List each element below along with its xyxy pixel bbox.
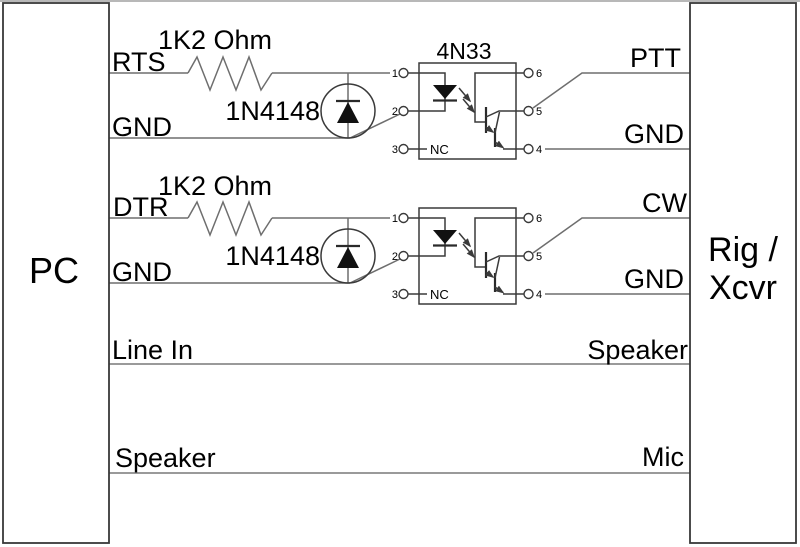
opto1-pin2-terminal bbox=[398, 105, 409, 117]
opto2-q2-collector bbox=[494, 256, 501, 279]
diode1-label: 1N4148 bbox=[225, 96, 320, 126]
gnd2-to-pin2-diagonal bbox=[349, 258, 401, 284]
opto1-q2-collector bbox=[494, 111, 501, 134]
opto2-pin5-number: 5 bbox=[536, 251, 542, 263]
dtr-label: DTR bbox=[113, 192, 169, 222]
opto1-pin5-terminal bbox=[523, 105, 534, 117]
opto1-q1-collector bbox=[485, 110, 516, 118]
left-wire-labels: RTS 1K2 Ohm GND 1N4148 DTR 1K2 Ohm GND 1… bbox=[112, 25, 320, 473]
opto1-nc-label: NC bbox=[430, 142, 449, 157]
opto2-pin6-number: 6 bbox=[536, 213, 542, 225]
audio-wires bbox=[109, 363, 690, 474]
opto2-pin2-number: 2 bbox=[392, 251, 398, 263]
opto1-pin1-number: 1 bbox=[392, 68, 398, 80]
opto2-base-lead bbox=[474, 217, 516, 268]
rig-box-label-line2: Xcvr bbox=[709, 269, 777, 307]
right-wire-labels: PTT GND CW GND Speaker Mic bbox=[587, 43, 688, 472]
opto1-q2-emitter bbox=[494, 140, 505, 149]
opto1-pin4-number: 4 bbox=[536, 144, 542, 156]
pin5-to-ptt-wire bbox=[532, 72, 690, 109]
rig-box-label-line1: Rig / bbox=[708, 231, 778, 269]
diode2-label: 1N4148 bbox=[225, 241, 320, 271]
opto2-q1-emitter bbox=[485, 270, 495, 278]
opto2-light-arrow-2 bbox=[462, 243, 476, 259]
opto2-q1-collector bbox=[485, 255, 516, 263]
opto1-pin3-number: 3 bbox=[392, 144, 398, 156]
optocoupler1: 1 2 3 6 5 4 NC 4N33 bbox=[392, 38, 542, 160]
pc-box-label: PC bbox=[29, 250, 79, 291]
gnd-right1-label: GND bbox=[624, 119, 684, 149]
opto1-pin1-terminal bbox=[398, 67, 409, 79]
resistor1-label: 1K2 Ohm bbox=[158, 25, 272, 55]
opto2-q2-emitter bbox=[494, 285, 505, 294]
optocoupler2: 1 2 3 6 5 4 NC bbox=[392, 207, 542, 305]
opto2-pin4-terminal bbox=[523, 288, 534, 300]
resistor2-label: 1K2 Ohm bbox=[158, 171, 272, 201]
speaker-left-label: Speaker bbox=[115, 443, 216, 473]
opto1-q1-emitter bbox=[485, 125, 495, 133]
opto2-pin2-terminal bbox=[398, 250, 409, 262]
opto2-nc-label: NC bbox=[430, 287, 449, 302]
diode1-1n4148 bbox=[320, 73, 376, 139]
opto1-pin5-number: 5 bbox=[536, 106, 542, 118]
opto2-led-triangle bbox=[433, 230, 457, 244]
opto1-base-lead bbox=[474, 72, 516, 123]
opto2-pin3-terminal bbox=[398, 288, 409, 300]
pc-box: PC bbox=[2, 2, 110, 544]
diode1-circle bbox=[320, 83, 376, 139]
rig-box-outline bbox=[689, 2, 797, 544]
gnd1-to-pin2-diagonal bbox=[349, 113, 401, 139]
resistor1-zigzag bbox=[187, 54, 273, 93]
diode1-triangle bbox=[337, 102, 359, 123]
mic-label: Mic bbox=[642, 442, 684, 472]
speaker-right-label: Speaker bbox=[587, 335, 688, 365]
pc-box-outline bbox=[2, 2, 110, 544]
opto2-pin1-number: 1 bbox=[392, 213, 398, 225]
channel1-wires bbox=[109, 54, 690, 150]
diode2-triangle bbox=[337, 247, 359, 268]
opto1-light-arrow-1 bbox=[458, 87, 472, 103]
rig-box: Rig / Xcvr bbox=[689, 2, 797, 544]
opto1-pin2-number: 2 bbox=[392, 106, 398, 118]
opto1-pin4-terminal bbox=[523, 143, 534, 155]
diode2-circle bbox=[320, 228, 376, 284]
gnd-right2-label: GND bbox=[624, 264, 684, 294]
channel2-wires bbox=[109, 199, 690, 295]
opto2-pin3-number: 3 bbox=[392, 289, 398, 301]
opto2-pin4-number: 4 bbox=[536, 289, 542, 301]
opto1-light-arrow-2 bbox=[462, 98, 476, 114]
linein-label: Line In bbox=[112, 335, 193, 365]
cw-label: CW bbox=[642, 188, 687, 218]
gnd1-label: GND bbox=[112, 112, 172, 142]
opto2-pin5-terminal bbox=[523, 250, 534, 262]
pin5-to-cw-wire bbox=[532, 217, 690, 254]
diode2-1n4148 bbox=[320, 218, 376, 284]
rts-label: RTS bbox=[112, 47, 166, 77]
opto2-pin1-terminal bbox=[398, 212, 409, 224]
opto1-part-label: 4N33 bbox=[437, 38, 492, 64]
opto2-pin6-terminal bbox=[523, 212, 534, 224]
opto2-light-arrow-1 bbox=[458, 232, 472, 248]
opto1-pin6-terminal bbox=[523, 67, 534, 79]
opto1-led-triangle bbox=[433, 85, 457, 99]
opto1-pin6-number: 6 bbox=[536, 68, 542, 80]
gnd2-label: GND bbox=[112, 257, 172, 287]
resistor2-zigzag bbox=[187, 199, 273, 238]
opto1-pin3-terminal bbox=[398, 143, 409, 155]
ptt-label: PTT bbox=[630, 43, 681, 73]
